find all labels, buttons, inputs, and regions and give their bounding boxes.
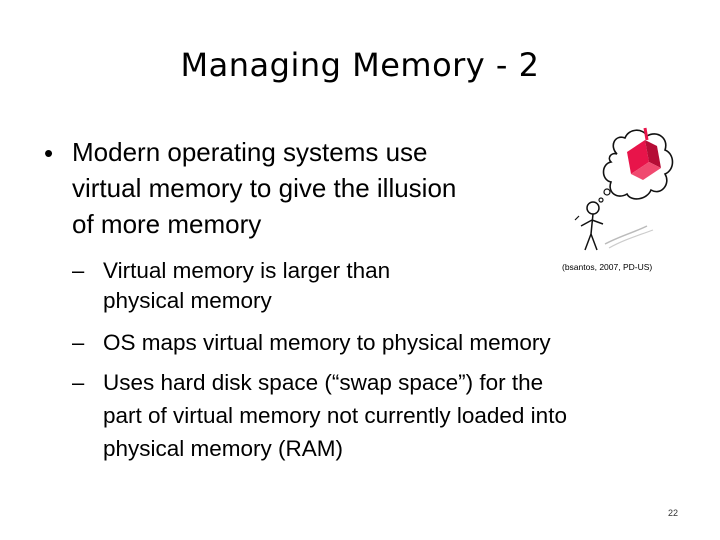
sub-bullet-marker: – [72, 370, 85, 395]
sub-bullet-marker: – [72, 330, 85, 355]
image-credit: (bsantos, 2007, PD-US) [562, 262, 653, 272]
main-bullet-line: virtual memory to give the illusion [72, 173, 457, 203]
sub-bullet-line: physical memory (RAM) [103, 436, 344, 461]
sub-bullet-marker: – [72, 258, 85, 283]
sub-bullet-line: part of virtual memory not currently loa… [103, 403, 567, 428]
sub-bullet-line: Uses hard disk space (“swap space”) for … [103, 370, 544, 395]
sub-bullet-line: OS maps virtual memory to physical memor… [103, 330, 551, 355]
sub-bullet-line: physical memory [103, 288, 272, 313]
stick-figure-thinking-icon [574, 127, 674, 251]
main-bullet-line: of more memory [72, 209, 262, 239]
page-number: 22 [667, 508, 678, 518]
bullet-marker: • [44, 138, 54, 168]
slide-title: Managing Memory - 2 [180, 46, 540, 84]
sub-bullet-line: Virtual memory is larger than [103, 258, 391, 283]
main-bullet-line: Modern operating systems use [72, 137, 428, 167]
main-bullet: Modern operating systems use virtual mem… [72, 134, 552, 242]
